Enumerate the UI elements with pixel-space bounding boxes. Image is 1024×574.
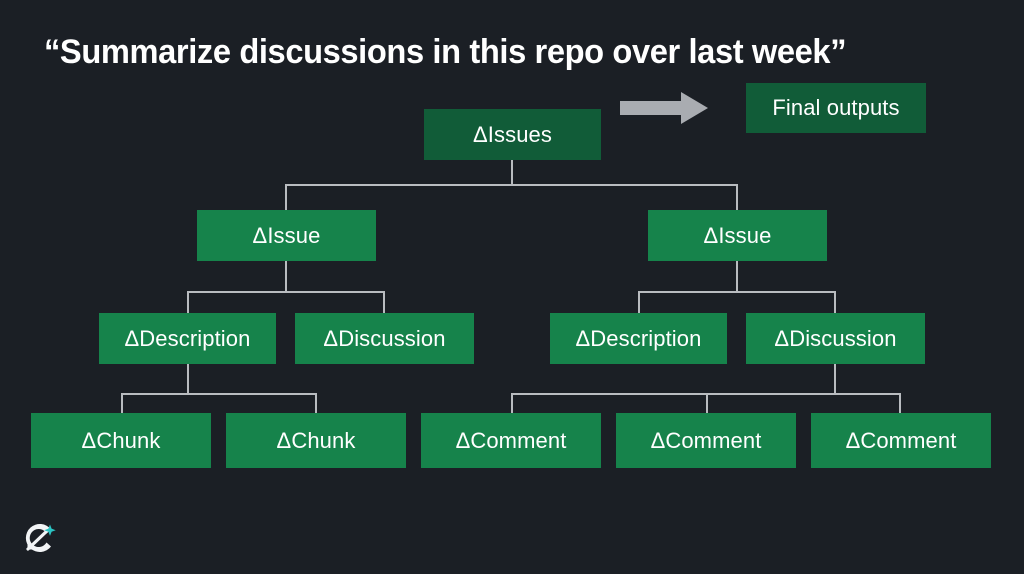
- node-label: ΔDescription: [124, 325, 251, 351]
- connector-to-issue-right: [736, 184, 738, 211]
- final-outputs-label: Final outputs: [772, 95, 900, 120]
- node-label: ΔChunk: [81, 427, 161, 453]
- page-title: “Summarize discussions in this repo over…: [44, 33, 847, 71]
- connector-to-discussion-left: [383, 291, 385, 314]
- connector-issue-right-stem: [736, 261, 738, 292]
- node-label: ΔDiscussion: [774, 325, 897, 351]
- node-comment-2: ΔComment: [616, 413, 796, 468]
- node-label: ΔIssues: [473, 121, 552, 147]
- right-arrow-icon: [620, 92, 708, 124]
- connector-to-chunk-1: [121, 393, 123, 413]
- node-label: ΔChunk: [276, 427, 356, 453]
- connector-to-comment-1: [511, 393, 513, 413]
- node-comment-3: ΔComment: [811, 413, 991, 468]
- node-label: ΔComment: [845, 427, 957, 453]
- node-comment-1: ΔComment: [421, 413, 601, 468]
- node-label: ΔComment: [650, 427, 762, 453]
- node-description-right: ΔDescription: [550, 313, 727, 364]
- node-issue-right: ΔIssue: [648, 210, 827, 261]
- connector-to-description-left: [187, 291, 189, 314]
- node-label: ΔIssue: [703, 222, 772, 248]
- node-label: ΔDescription: [575, 325, 702, 351]
- connector-discussion-right-stem: [834, 364, 836, 394]
- connector-to-chunk-2: [315, 393, 317, 413]
- orbit-comet-logo: [18, 516, 60, 558]
- connector-to-discussion-right: [834, 291, 836, 314]
- node-description-left: ΔDescription: [99, 313, 276, 364]
- node-chunk-1: ΔChunk: [31, 413, 211, 468]
- node-discussion-right: ΔDiscussion: [746, 313, 925, 364]
- connector-to-description-right: [638, 291, 640, 314]
- connector-issue-left-stem: [285, 261, 287, 292]
- node-issue-left: ΔIssue: [197, 210, 376, 261]
- node-label: ΔDiscussion: [323, 325, 446, 351]
- connector-to-issue-left: [285, 184, 287, 211]
- node-label: ΔComment: [455, 427, 567, 453]
- node-discussion-left: ΔDiscussion: [295, 313, 474, 364]
- connector-to-comment-2: [706, 393, 708, 413]
- connector-root-stem: [511, 160, 513, 185]
- connector-description-left-stem: [187, 364, 189, 394]
- node-label: ΔIssue: [252, 222, 321, 248]
- connector-issue-left-bar: [187, 291, 385, 293]
- node-issues-root: ΔIssues: [424, 109, 601, 160]
- node-chunk-2: ΔChunk: [226, 413, 406, 468]
- connector-issue-right-bar: [638, 291, 836, 293]
- final-outputs-box: Final outputs: [746, 83, 926, 133]
- connector-chunks-bar: [121, 393, 317, 395]
- connector-root-bar: [285, 184, 738, 186]
- connector-to-comment-3: [899, 393, 901, 413]
